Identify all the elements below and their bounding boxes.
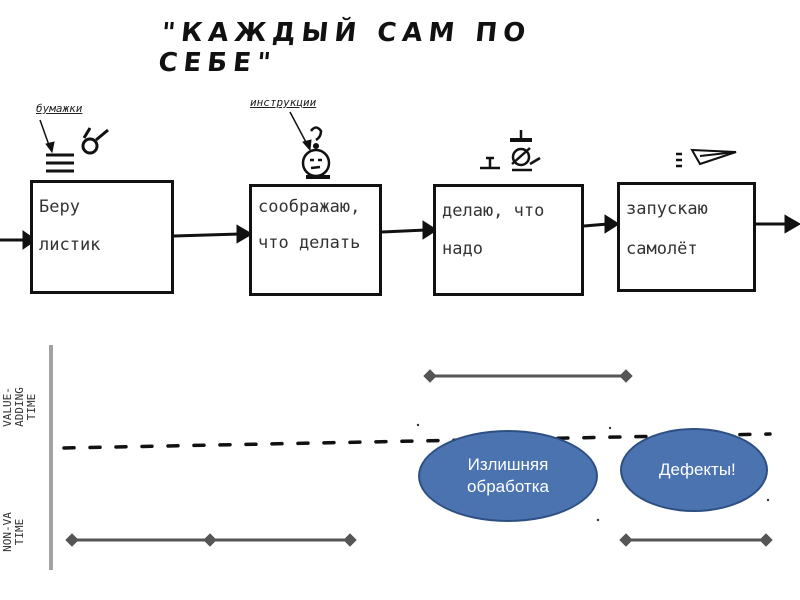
waste-overprocessing: Излишняя обработка bbox=[418, 430, 598, 522]
process-step-launch: запускаю самолёт bbox=[617, 182, 756, 292]
note-papers: бумажки bbox=[36, 102, 83, 115]
working-person-icon bbox=[480, 130, 541, 172]
process-step-think: соображаю, что делать bbox=[249, 184, 382, 296]
step-text-line2: самолёт bbox=[626, 239, 698, 259]
paper-stack-and-hand-icon bbox=[39, 119, 109, 173]
axis-label-value-adding: VALUE- ADDING TIME bbox=[1, 387, 38, 427]
step-text-line2: листик bbox=[39, 235, 101, 255]
axis-label-non-va: NON-VA TIME bbox=[1, 512, 26, 552]
non-va-segments bbox=[65, 533, 773, 547]
step-text-line1: Беру bbox=[39, 197, 80, 217]
waste-label: Дефекты! bbox=[659, 460, 736, 479]
waste-label: Излишняя обработка bbox=[467, 455, 549, 496]
note-instructions: инструкции bbox=[250, 96, 317, 109]
step-text-line1: соображаю, bbox=[258, 197, 361, 217]
value-adding-segment bbox=[423, 369, 633, 383]
step-text-line2: что делать bbox=[258, 233, 361, 253]
flow-arrows bbox=[0, 214, 800, 250]
step-text-line1: запускаю bbox=[626, 199, 708, 219]
pencil-dots bbox=[416, 423, 770, 522]
paper-plane-icon bbox=[676, 148, 737, 168]
timeline-axis bbox=[49, 345, 53, 570]
step-text-line1: делаю, что bbox=[442, 201, 545, 221]
process-step-do: делаю, что надо bbox=[433, 184, 584, 296]
thinking-head-icon bbox=[289, 111, 331, 179]
waste-defects: Дефекты! bbox=[620, 428, 768, 512]
step-text-line2: надо bbox=[442, 239, 483, 259]
process-step-take-sheet: Беру листик bbox=[30, 180, 174, 294]
